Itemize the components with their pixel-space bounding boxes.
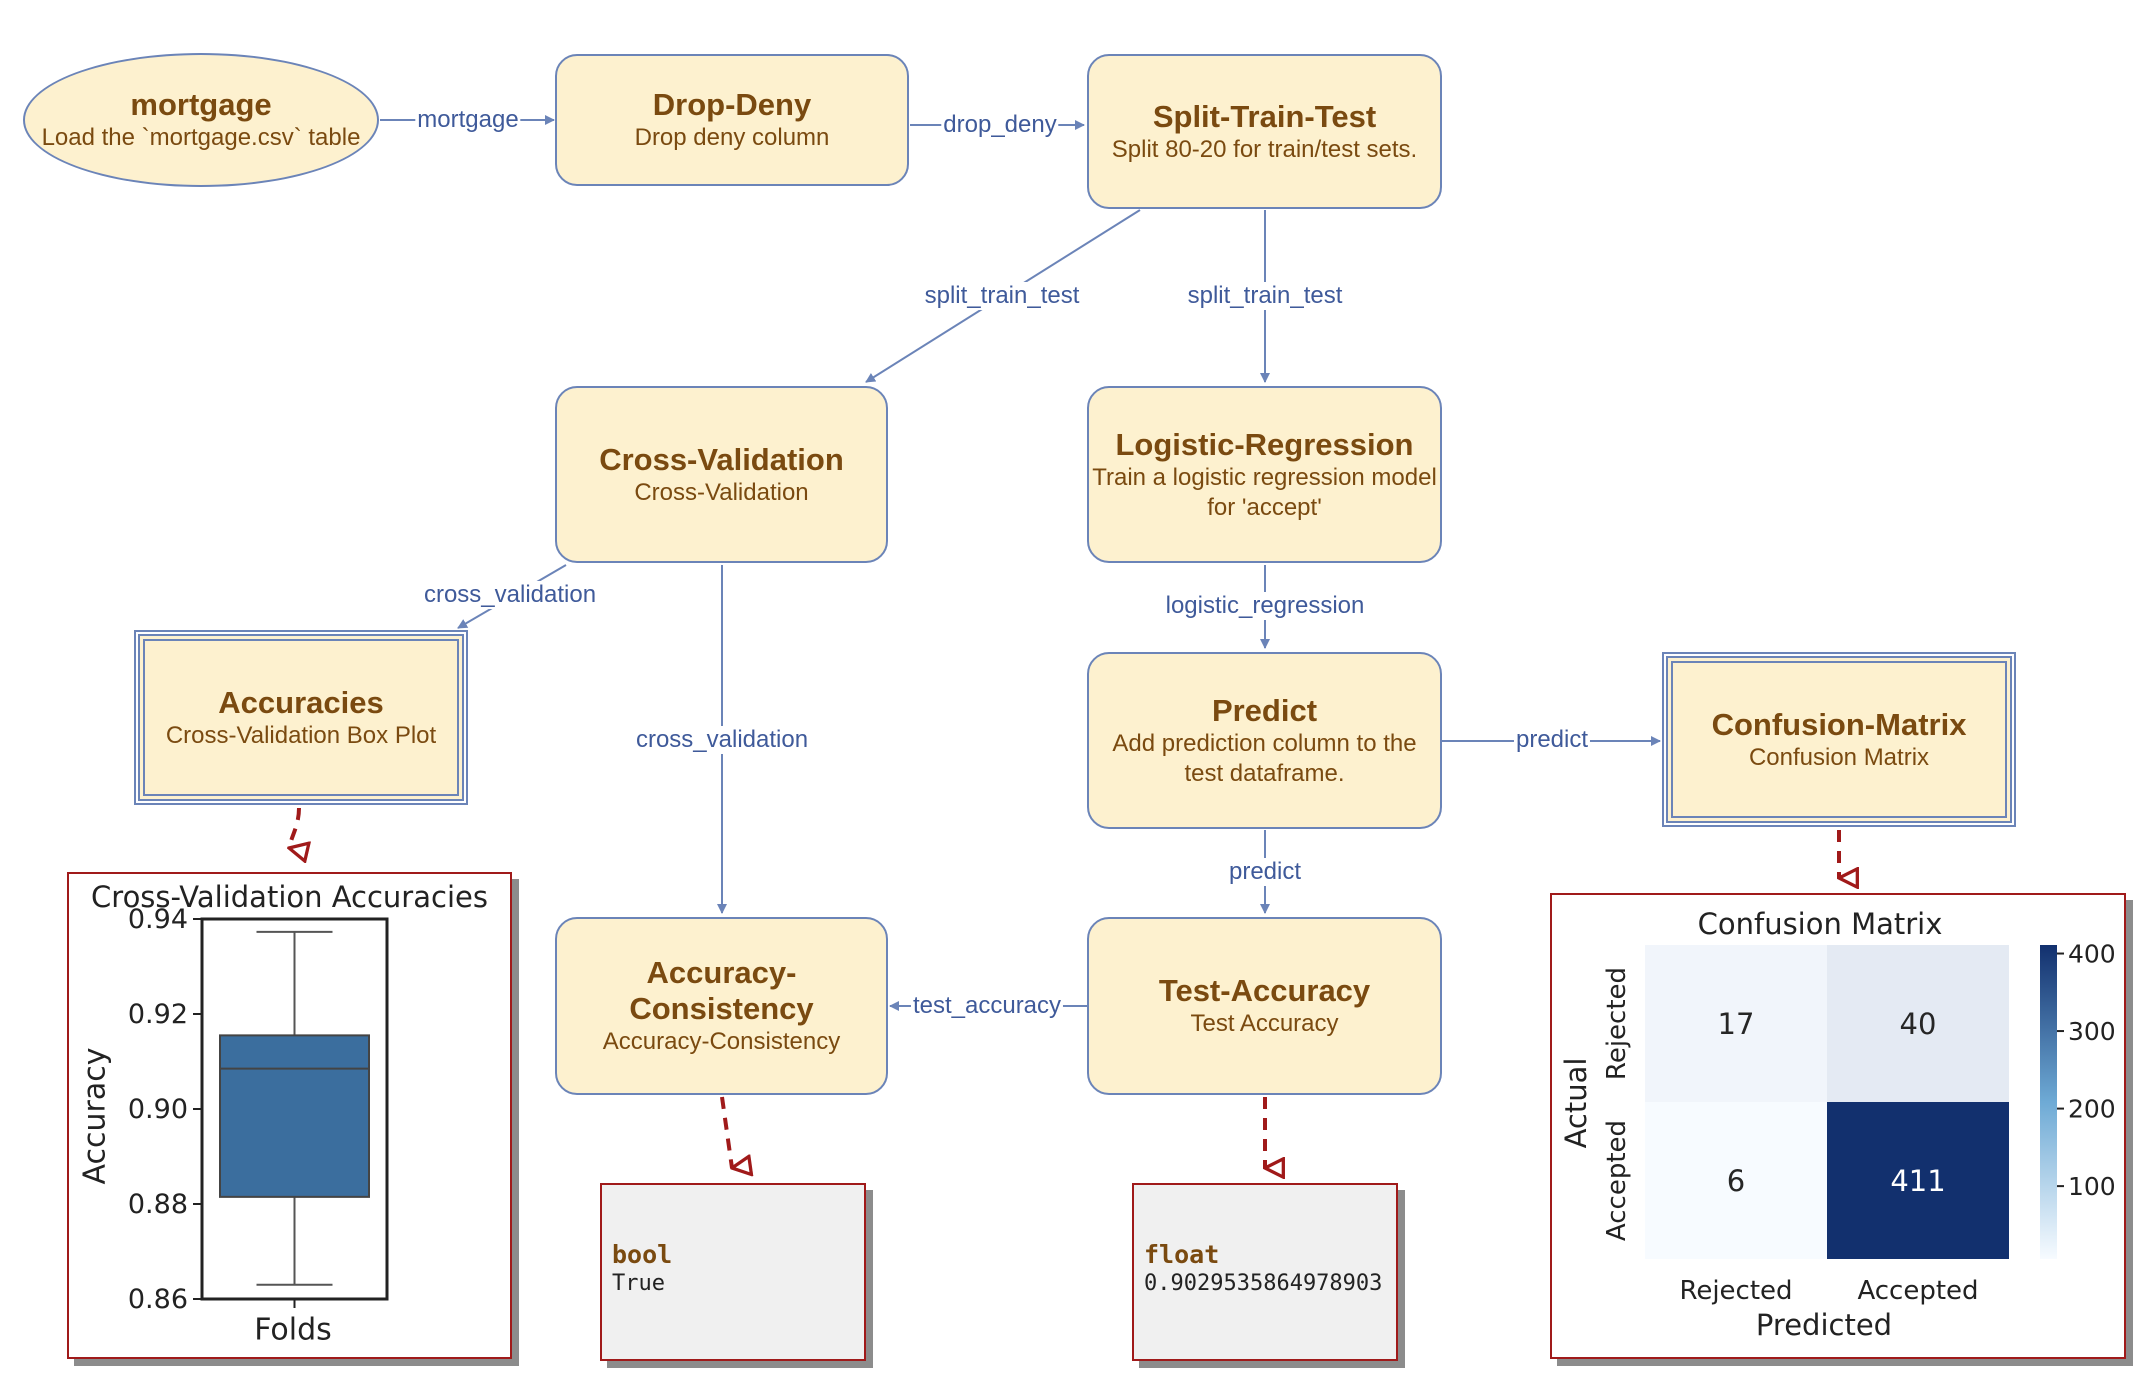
result-float: float 0.9029535864978903 bbox=[1132, 1183, 1398, 1361]
result-value: 0.9029535864978903 bbox=[1144, 1271, 1383, 1296]
confusion-cell-value: 6 bbox=[1726, 1163, 1746, 1198]
confusion-cell-value: 411 bbox=[1890, 1163, 1946, 1198]
node-title: Cross-Validation bbox=[599, 441, 844, 477]
node-predict[interactable]: Predict Add prediction column to the tes… bbox=[1087, 652, 1442, 829]
node-subtitle: test dataframe. bbox=[1184, 759, 1345, 787]
confusion-title: Confusion Matrix bbox=[1697, 907, 1943, 941]
node-drop-deny[interactable]: Drop-Deny Drop deny column bbox=[555, 54, 909, 186]
edge-label-logistic: logistic_regression bbox=[1163, 592, 1367, 620]
edge-label-drop-deny: drop_deny bbox=[941, 111, 1059, 139]
node-title: Test-Accuracy bbox=[1158, 973, 1371, 1008]
colorbar-tick-label: 400 bbox=[2068, 940, 2116, 969]
boxplot-chart: 0.86 0.88 0.90 0.92 0.94 bbox=[128, 904, 389, 1315]
result-bool: bool True bbox=[600, 1183, 866, 1361]
confusion-ytick-label: Rejected bbox=[1602, 967, 1632, 1080]
boxplot-title: Cross-Validation Accuracies bbox=[91, 880, 488, 914]
boxplot-xlabel: Folds bbox=[254, 1312, 332, 1348]
node-title: mortgage bbox=[130, 87, 272, 122]
node-subtitle: Confusion Matrix bbox=[1748, 743, 1930, 771]
confusion-cell bbox=[1645, 945, 1827, 1102]
node-title: Predict bbox=[1211, 692, 1318, 728]
result-edge-accuracies bbox=[289, 807, 299, 848]
result-type: float bbox=[1144, 1240, 1220, 1269]
confusion-xtick-label: Accepted bbox=[1857, 1276, 1978, 1306]
node-confusion-matrix[interactable]: Confusion-Matrix Confusion Matrix bbox=[1662, 652, 2016, 827]
confusion-xlabel: Predicted bbox=[1755, 1308, 1893, 1342]
colorbar-tick-label: 300 bbox=[2068, 1017, 2116, 1046]
node-title: Accuracies bbox=[218, 684, 384, 720]
edge-label-cv-left: cross_validation bbox=[421, 581, 599, 609]
node-title: Split-Train-Test bbox=[1152, 98, 1377, 134]
edge-label-split-left: split_train_test bbox=[922, 282, 1082, 310]
node-subtitle: Drop deny column bbox=[634, 124, 830, 151]
boxplot-box bbox=[219, 1034, 370, 1198]
edge-label-predict-down: predict bbox=[1226, 858, 1304, 886]
node-subtitle: Cross-Validation Box Plot bbox=[165, 721, 437, 749]
node-subtitle: for 'accept' bbox=[1207, 493, 1322, 521]
boxplot-ytick-label: 0.92 bbox=[128, 999, 188, 1030]
node-title: Confusion-Matrix bbox=[1711, 706, 1967, 742]
confusion-cell-value: 40 bbox=[1899, 1006, 1937, 1041]
boxplot-ylabel: Accuracy bbox=[77, 1047, 113, 1185]
node-title: Accuracy- bbox=[646, 955, 797, 990]
node-cross-validation[interactable]: Cross-Validation Cross-Validation bbox=[555, 386, 888, 563]
node-subtitle: Accuracy-Consistency bbox=[602, 1028, 841, 1055]
edge-label-split-right: split_train_test bbox=[1185, 282, 1345, 310]
colorbar-tick-label: 200 bbox=[2068, 1095, 2116, 1124]
edge-label-predict-right: predict bbox=[1513, 726, 1591, 754]
node-accuracies[interactable]: Accuracies Cross-Validation Box Plot bbox=[134, 630, 468, 805]
boxplot-ytick-label: 0.88 bbox=[128, 1189, 188, 1220]
node-subtitle: Cross-Validation bbox=[634, 478, 809, 506]
node-split-train-test[interactable]: Split-Train-Test Split 80-20 for train/t… bbox=[1087, 54, 1442, 209]
node-subtitle: Load the `mortgage.csv` table bbox=[41, 124, 361, 151]
edge-label-mortgage: mortgage bbox=[415, 106, 521, 134]
node-subtitle: Train a logistic regression model bbox=[1092, 463, 1437, 491]
node-title: Consistency bbox=[629, 991, 814, 1026]
node-accuracy-consistency[interactable]: Accuracy- Consistency Accuracy-Consisten… bbox=[555, 917, 888, 1095]
boxplot-ytick-label: 0.90 bbox=[128, 1094, 188, 1125]
confusion-ylabel: Actual bbox=[1559, 1057, 1593, 1149]
node-subtitle: Split 80-20 for train/test sets. bbox=[1111, 135, 1418, 163]
result-value: True bbox=[612, 1271, 665, 1296]
result-type: bool bbox=[612, 1240, 673, 1269]
node-mortgage[interactable]: mortgage Load the `mortgage.csv` table bbox=[23, 53, 379, 187]
node-test-accuracy[interactable]: Test-Accuracy Test Accuracy bbox=[1087, 917, 1442, 1095]
node-title: Logistic-Regression bbox=[1115, 426, 1414, 462]
result-edge-consistency bbox=[720, 1096, 732, 1168]
confusion-cell bbox=[1645, 1102, 1827, 1259]
node-subtitle: Add prediction column to the bbox=[1112, 729, 1417, 757]
boxplot-ytick-label: 0.86 bbox=[128, 1284, 188, 1315]
node-title: Drop-Deny bbox=[652, 87, 812, 122]
edge-label-test-accuracy: test_accuracy bbox=[910, 992, 1064, 1020]
confusion-cell bbox=[1827, 945, 2009, 1102]
colorbar-tick-label: 100 bbox=[2068, 1172, 2116, 1201]
confusion-ytick-label: Accepted bbox=[1602, 1120, 1632, 1241]
boxplot-panel: Cross-Validation Accuracies 0.86 0.88 0.90… bbox=[67, 872, 512, 1359]
node-subtitle: Test Accuracy bbox=[1190, 1010, 1339, 1037]
boxplot-ytick-label: 0.94 bbox=[128, 904, 188, 935]
confusion-cell bbox=[1827, 1102, 2009, 1259]
confusion-cell-value: 17 bbox=[1717, 1006, 1755, 1041]
node-logistic-regression[interactable]: Logistic-Regression Train a logistic reg… bbox=[1087, 386, 1442, 563]
confusion-xtick-label: Rejected bbox=[1679, 1276, 1792, 1306]
colorbar bbox=[2040, 945, 2057, 1259]
edge-label-cv-down: cross_validation bbox=[633, 726, 811, 754]
